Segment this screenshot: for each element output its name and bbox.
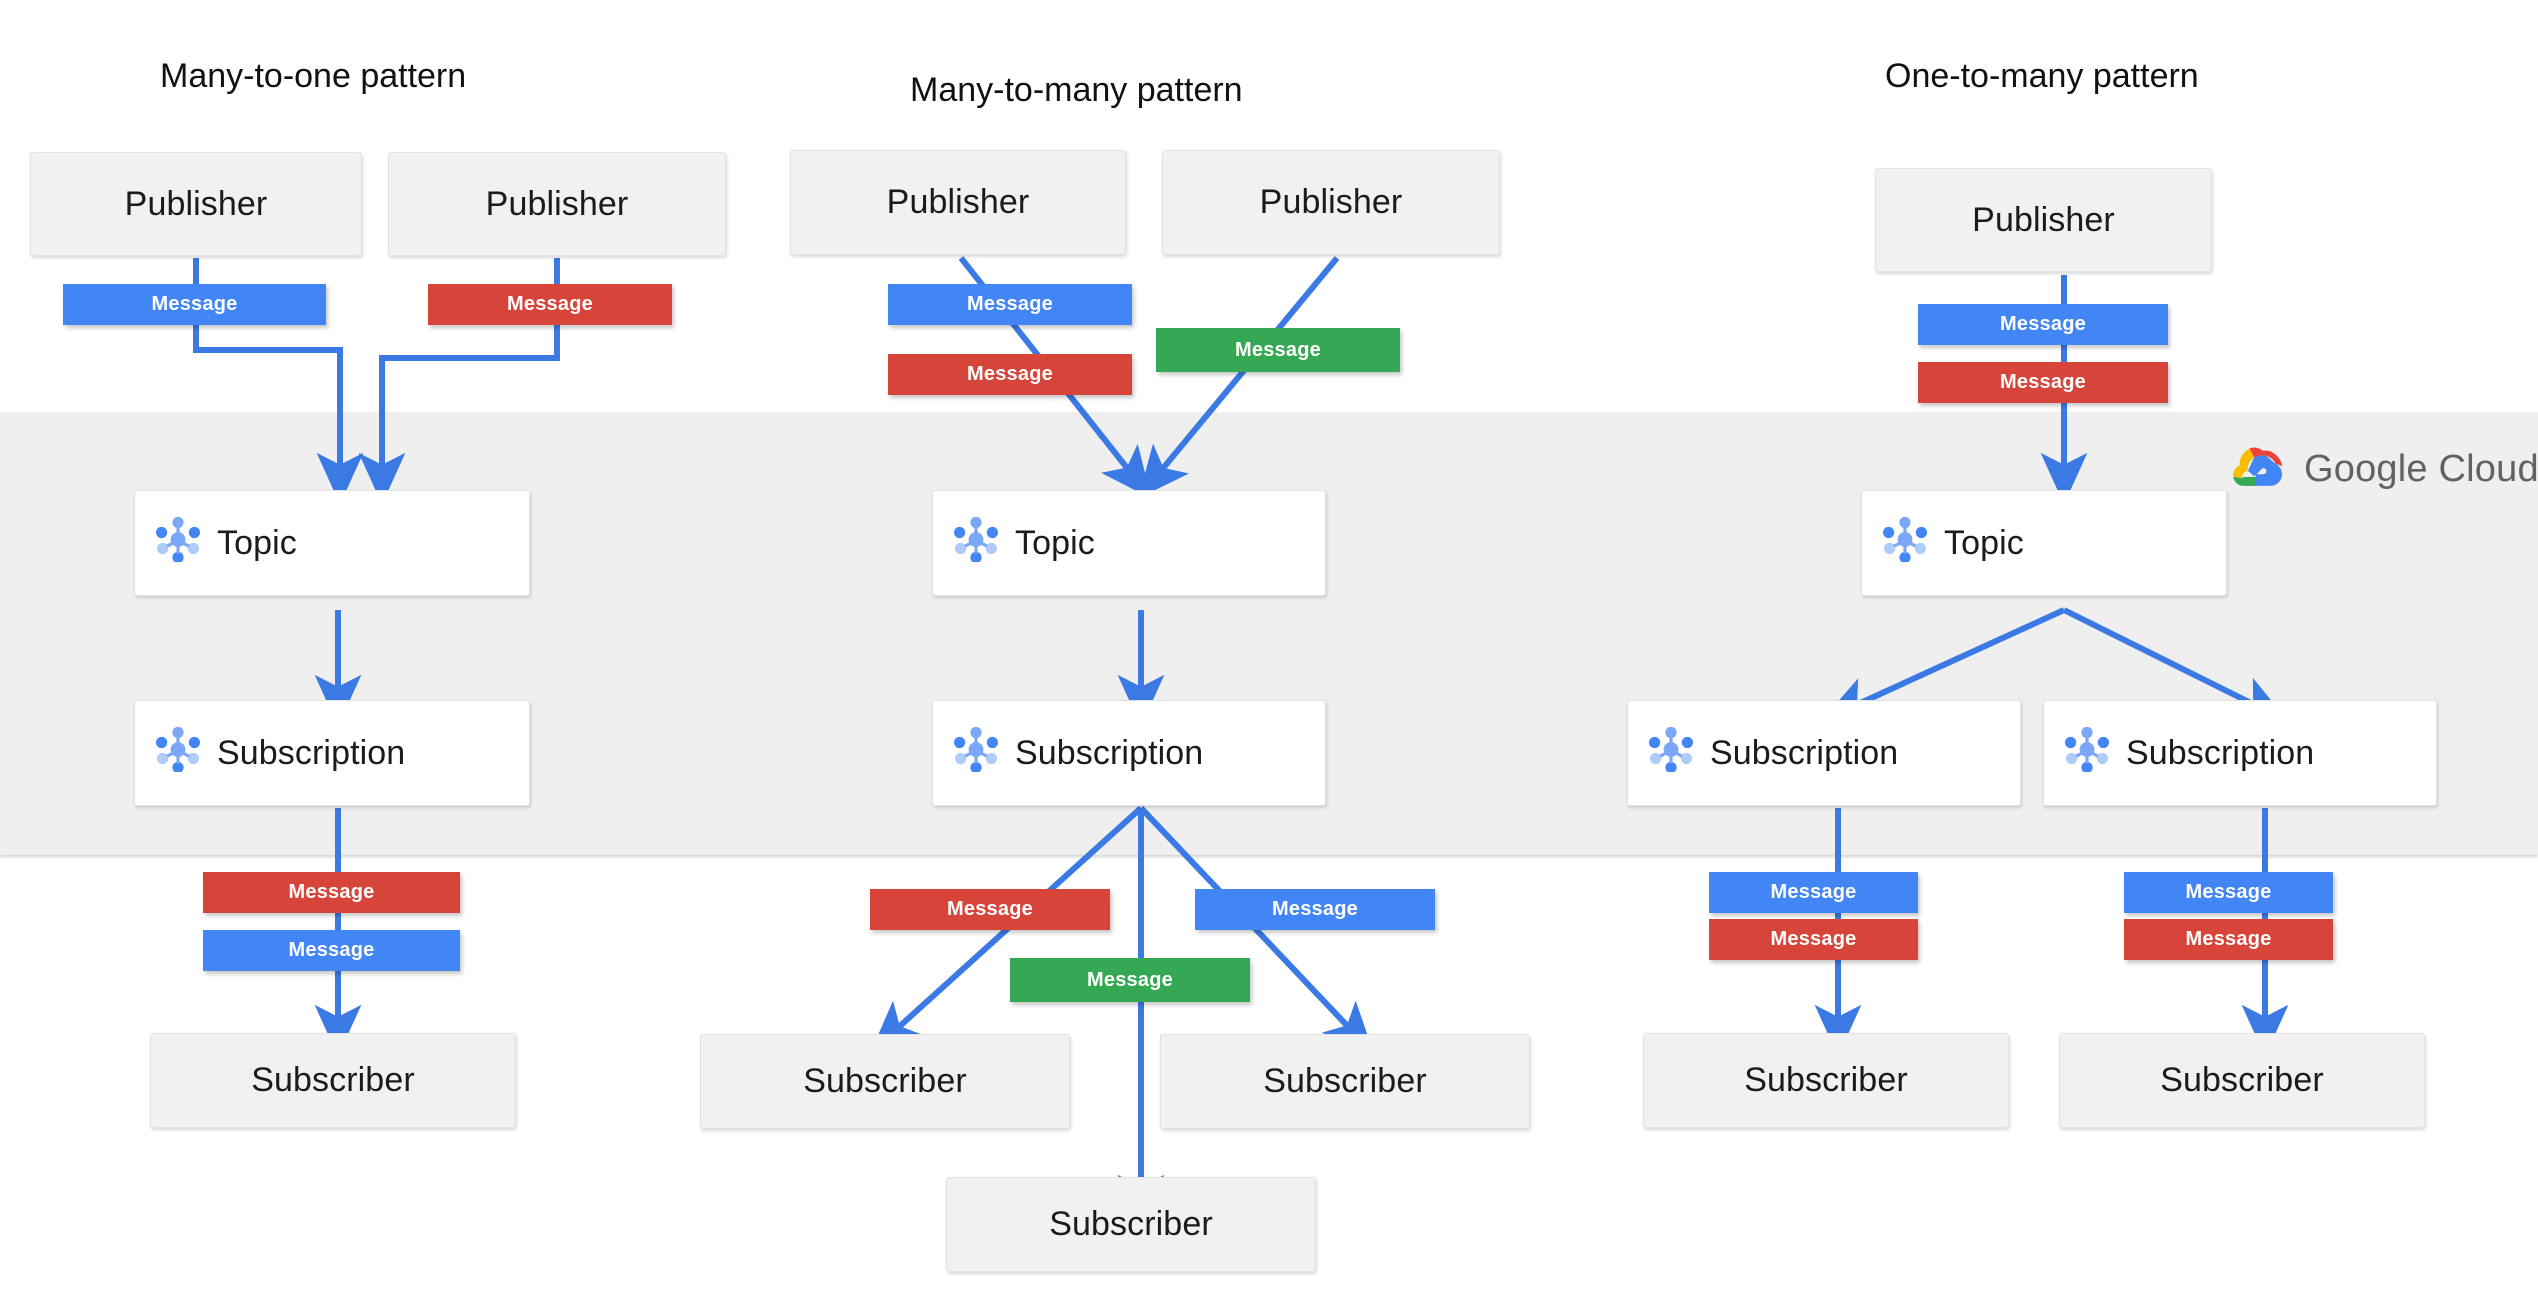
subscriber-box[interactable]: Subscriber bbox=[700, 1034, 1070, 1129]
message-chip: Message bbox=[203, 872, 460, 913]
subscriber-box[interactable]: Subscriber bbox=[1160, 1034, 1530, 1129]
subscriber-box[interactable]: Subscriber bbox=[946, 1177, 1316, 1272]
message-chip: Message bbox=[2124, 919, 2333, 960]
message-chip: Message bbox=[1918, 362, 2168, 403]
message-chip: Message bbox=[1709, 919, 1918, 960]
message-chip: Message bbox=[870, 889, 1110, 930]
subscription-box[interactable]: Subscription bbox=[1627, 700, 2021, 806]
topic-label: Topic bbox=[1944, 523, 2024, 562]
message-chip: Message bbox=[428, 284, 672, 325]
subscriber-box[interactable]: Subscriber bbox=[2059, 1033, 2425, 1128]
pubsub-icon bbox=[953, 516, 999, 571]
message-chip: Message bbox=[1195, 889, 1435, 930]
subscriber-box[interactable]: Subscriber bbox=[1643, 1033, 2009, 1128]
message-chip: Message bbox=[203, 930, 460, 971]
subscription-label: Subscription bbox=[217, 733, 406, 772]
message-chip: Message bbox=[63, 284, 326, 325]
google-cloud-logo-icon bbox=[2232, 444, 2288, 495]
google-cloud-wordmark: Google Cloud bbox=[2304, 448, 2538, 491]
topic-box[interactable]: Topic bbox=[134, 490, 530, 596]
publisher-box[interactable]: Publisher bbox=[1875, 168, 2212, 272]
topic-label: Topic bbox=[1015, 523, 1095, 562]
message-chip: Message bbox=[1918, 304, 2168, 345]
pubsub-icon bbox=[953, 726, 999, 781]
subscriber-box[interactable]: Subscriber bbox=[150, 1033, 516, 1128]
column-title-many-to-one: Many-to-one pattern bbox=[160, 57, 467, 95]
brand-cloud-text: Cloud bbox=[2438, 448, 2538, 490]
message-chip: Message bbox=[888, 284, 1132, 325]
pubsub-icon bbox=[155, 726, 201, 781]
publisher-box[interactable]: Publisher bbox=[388, 152, 726, 256]
message-chip: Message bbox=[2124, 872, 2333, 913]
subscription-label: Subscription bbox=[1710, 733, 1899, 772]
publisher-box[interactable]: Publisher bbox=[30, 152, 362, 256]
publisher-box[interactable]: Publisher bbox=[790, 150, 1126, 255]
topic-box[interactable]: Topic bbox=[932, 490, 1326, 596]
google-cloud-lockup: Google Cloud bbox=[2232, 444, 2538, 495]
subscription-box[interactable]: Subscription bbox=[134, 700, 530, 806]
subscription-box[interactable]: Subscription bbox=[932, 700, 1326, 806]
pubsub-icon bbox=[1648, 726, 1694, 781]
subscription-label: Subscription bbox=[2126, 733, 2315, 772]
message-chip: Message bbox=[888, 354, 1132, 395]
message-chip: Message bbox=[1709, 872, 1918, 913]
publisher-box[interactable]: Publisher bbox=[1162, 150, 1500, 255]
column-title-one-to-many: One-to-many pattern bbox=[1885, 57, 2199, 95]
subscription-box[interactable]: Subscription bbox=[2043, 700, 2437, 806]
message-chip: Message bbox=[1010, 958, 1250, 1002]
column-title-many-to-many: Many-to-many pattern bbox=[910, 71, 1243, 109]
brand-google-text: Google bbox=[2304, 448, 2428, 490]
message-chip: Message bbox=[1156, 328, 1400, 372]
pubsub-icon bbox=[155, 516, 201, 571]
topic-box[interactable]: Topic bbox=[1861, 490, 2227, 596]
subscription-label: Subscription bbox=[1015, 733, 1204, 772]
pubsub-icon bbox=[2064, 726, 2110, 781]
topic-label: Topic bbox=[217, 523, 297, 562]
pubsub-icon bbox=[1882, 516, 1928, 571]
